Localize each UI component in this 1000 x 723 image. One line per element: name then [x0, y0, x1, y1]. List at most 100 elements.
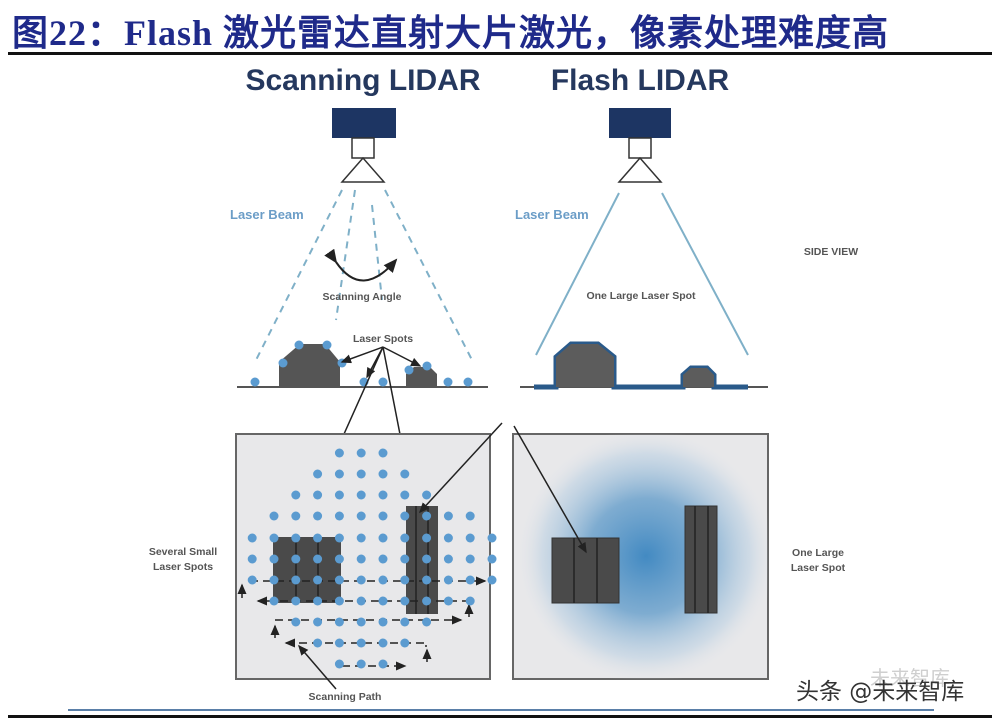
laser-spot	[334, 659, 344, 669]
side-view-label: SIDE VIEW	[804, 246, 858, 258]
laser-spot	[378, 659, 388, 669]
one-large-laser-spot-label: One Large Laser Spot	[586, 290, 696, 302]
laser-spot	[313, 638, 323, 648]
flash-sensor-icon	[609, 108, 671, 183]
laser-spot	[294, 340, 304, 350]
several-small-spots-label-line2: Laser Spots	[153, 561, 213, 573]
laser-spot	[291, 490, 301, 500]
laser-spot	[356, 596, 366, 606]
laser-spot	[422, 490, 432, 500]
figure-title: 图22：Flash 激光雷达直射大片激光，像素处理难度高	[12, 13, 890, 53]
laser-spot	[291, 575, 301, 585]
laser-spot	[269, 554, 279, 564]
laser-spot	[247, 554, 257, 564]
watermark-ghost: 未来智库	[870, 666, 950, 690]
laser-spot	[378, 596, 388, 606]
laser-spot	[313, 596, 323, 606]
laser-spot	[378, 448, 388, 458]
laser-spot	[463, 377, 473, 387]
laser-spot	[337, 358, 347, 368]
laser-spot	[378, 575, 388, 585]
flash-front-object-large	[551, 537, 620, 604]
laser-spot	[487, 533, 497, 543]
laser-spot	[269, 533, 279, 543]
laser-spot	[443, 596, 453, 606]
laser-spot	[378, 617, 388, 627]
scanning-angle-label: Scanning Angle	[323, 291, 402, 303]
laser-spot	[400, 554, 410, 564]
laser-spot	[400, 638, 410, 648]
laser-spot	[422, 361, 432, 371]
laser-spot	[334, 596, 344, 606]
laser-spot	[356, 469, 366, 479]
laser-spot	[334, 554, 344, 564]
scanning-laser-beam-label: Laser Beam	[230, 207, 304, 222]
scanning-front-spots	[247, 448, 497, 669]
laser-spot	[400, 596, 410, 606]
laser-spot	[334, 448, 344, 458]
flash-large-laser-spot	[516, 434, 768, 679]
laser-spot	[269, 511, 279, 521]
scanning-object-large	[279, 344, 340, 387]
laser-spot	[334, 511, 344, 521]
laser-spot	[465, 575, 475, 585]
laser-spot	[313, 533, 323, 543]
one-large-spot-side-label-line1: One Large	[792, 547, 844, 559]
laser-spot	[356, 617, 366, 627]
laser-spot	[291, 511, 301, 521]
laser-spot	[291, 533, 301, 543]
laser-spot	[334, 469, 344, 479]
scanning-front-object-large	[273, 537, 341, 603]
laser-spot	[422, 511, 432, 521]
laser-spot	[334, 638, 344, 648]
laser-spot	[247, 533, 257, 543]
laser-spot	[378, 533, 388, 543]
flash-lidar-heading: Flash LIDAR	[551, 64, 730, 97]
laser-spot	[378, 469, 388, 479]
laser-spot	[313, 490, 323, 500]
laser-spot	[356, 575, 366, 585]
laser-spot	[313, 511, 323, 521]
several-small-spots-label-line1: Several Small	[149, 546, 217, 558]
flash-laser-beam-label: Laser Beam	[515, 207, 589, 222]
laser-spot	[269, 575, 279, 585]
bottom-rule-blue	[68, 709, 934, 711]
laser-spot	[443, 554, 453, 564]
laser-spot	[313, 617, 323, 627]
laser-spot	[487, 554, 497, 564]
laser-spot	[322, 340, 332, 350]
laser-spot	[400, 617, 410, 627]
flash-front-object-small	[684, 505, 718, 614]
scanning-front-pointer-arrow	[418, 422, 503, 514]
scanning-path-label: Scanning Path	[309, 691, 382, 703]
laser-spot	[443, 575, 453, 585]
scanning-angle-arc-icon	[324, 248, 398, 282]
flash-front-pointer-arrow	[513, 425, 587, 554]
laser-spot	[443, 533, 453, 543]
watermark: 头条 @未来智库	[796, 679, 965, 705]
scanning-object-small	[406, 367, 437, 387]
laser-spot	[378, 511, 388, 521]
laser-spot	[465, 533, 475, 543]
bottom-rule	[8, 715, 992, 718]
laser-spot	[247, 575, 257, 585]
laser-spot	[465, 511, 475, 521]
scan-beam-1	[255, 189, 343, 361]
laser-spot	[313, 554, 323, 564]
laser-spot	[422, 554, 432, 564]
laser-spot	[404, 365, 414, 375]
laser-spot	[400, 469, 410, 479]
laser-spot	[400, 575, 410, 585]
laser-spot	[465, 596, 475, 606]
laser-spot	[400, 533, 410, 543]
laser-spot	[356, 554, 366, 564]
laser-spot	[356, 511, 366, 521]
scanning-path-turn-arrows	[237, 583, 474, 662]
laser-spot	[334, 533, 344, 543]
laser-spot	[291, 554, 301, 564]
laser-spot	[378, 490, 388, 500]
scan-beam-4	[384, 189, 473, 361]
laser-spot	[465, 554, 475, 564]
laser-spot	[250, 377, 260, 387]
